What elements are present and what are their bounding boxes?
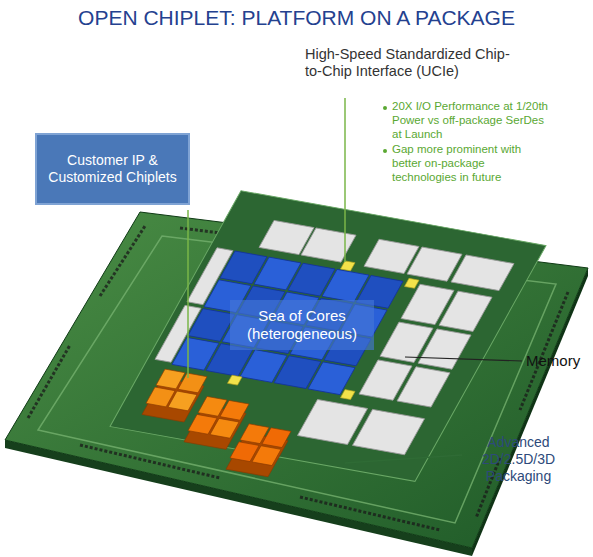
- packaging-label: Advanced 2D/2.5D/3D Packaging: [466, 434, 571, 484]
- bullet-note: 20X I/O Performance at 1/20th Power vs o…: [392, 100, 552, 141]
- interface-label: High-Speed Standardized Chip-to-Chip Int…: [305, 46, 520, 81]
- cores-label-box: Sea of Cores (heterogeneous): [230, 300, 374, 350]
- leader-line: [344, 98, 346, 262]
- memory-label: Memory: [526, 352, 590, 370]
- leader-line: [187, 210, 189, 378]
- leader-line: [405, 357, 522, 361]
- bullet-dot: [383, 149, 387, 153]
- bullet-dot: [383, 106, 387, 110]
- leader-line: [345, 455, 462, 463]
- title: OPEN CHIPLET: PLATFORM ON A PACKAGE: [0, 6, 593, 30]
- box-text: Customer IP & Customized Chiplets: [45, 152, 180, 186]
- box-text: Sea of Cores (heterogeneous): [238, 307, 366, 343]
- chiplet-callout-box: Customer IP & Customized Chiplets: [35, 133, 190, 205]
- bullet-note: Gap more prominent with better on-packag…: [392, 143, 552, 184]
